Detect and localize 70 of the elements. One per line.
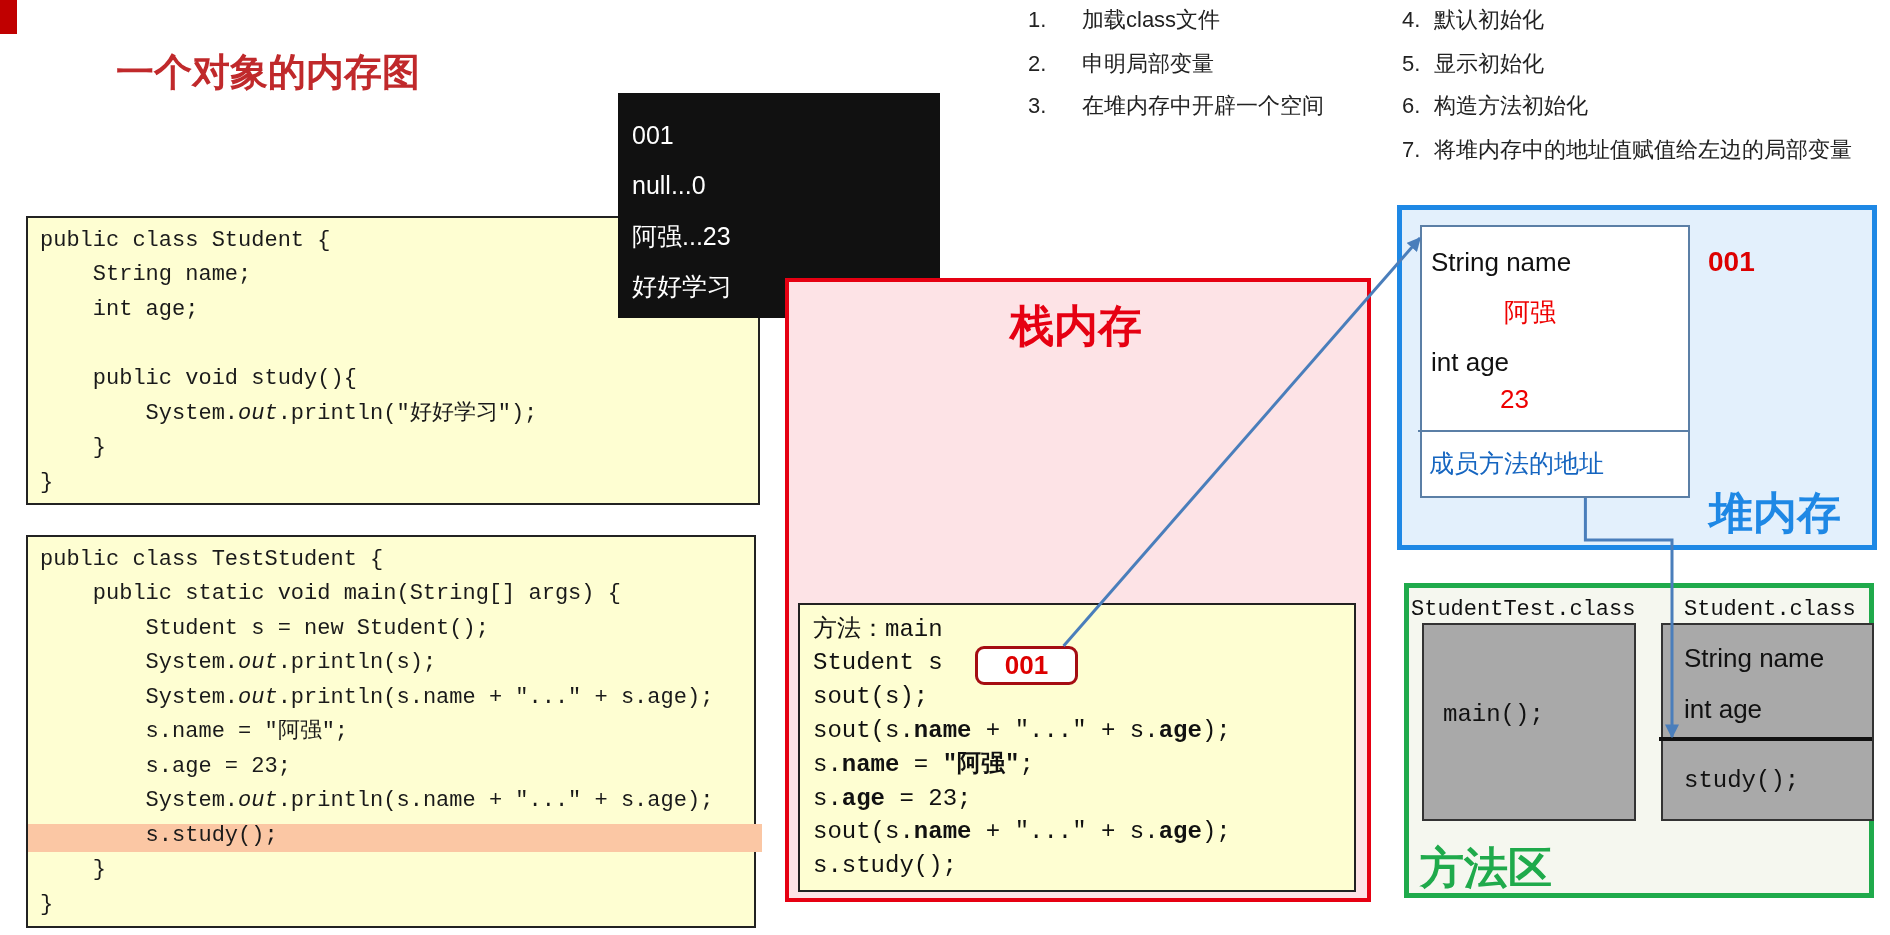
console-output-line: 001 [632,119,674,151]
code-line: Student s = new Student(); [144,614,489,643]
code-line: s.study(); [813,851,958,882]
code-line: } [40,468,54,497]
step-text: 在堆内存中开辟一个空间 [1082,92,1324,120]
field-name: String name [1684,642,1825,675]
reference-value-tag [975,646,1078,685]
arrow [1062,236,1422,647]
code-line: } [40,890,54,919]
method-area [1404,583,1874,898]
code-line: int age; [91,295,199,324]
step-text: 构造方法初始化 [1434,92,1588,120]
console-output-line: 好好学习 [632,271,732,303]
step-text: 显示初始化 [1434,50,1544,78]
code-line: sout(s.name + "..." + s.age); [813,817,1231,848]
step-number: 5. [1402,50,1421,78]
method-frame [798,603,1356,892]
heap-memory-area [1397,205,1877,550]
code-line: s.age = 23; [144,752,291,781]
section-title: 方法区 [1420,841,1552,894]
address-label: 001 [1708,245,1755,279]
field-name: int age [1431,346,1510,379]
code-line: System.out.println(s.name + "..." + s.age); [144,787,714,815]
method-name: main(); [1443,699,1544,730]
step-text: 加载class文件 [1082,6,1221,34]
code-line: } [91,434,106,463]
step-number: 6. [1402,92,1421,120]
stack-memory-area [785,278,1371,902]
method-name: study(); [1684,765,1800,796]
code-line: s.study(); [144,821,278,850]
code-line: String name; [91,261,252,290]
code-line: sout(s); [813,682,929,713]
code-line: public class Student { [40,226,331,255]
slide-title: 一个对象的内存图 [116,50,420,94]
code-line: public class TestStudent { [40,545,384,574]
step-number: 7. [1402,136,1421,164]
class-file-name: StudentTest.class [1411,595,1636,624]
field-name: int age [1684,693,1763,726]
section-label: 成员方法的地址 [1429,447,1604,479]
class-file-name: Student.class [1684,595,1856,624]
code-line: Student s [813,648,943,679]
console-output-line: null...0 [632,170,706,202]
step-text: 默认初始化 [1434,6,1544,34]
code-line: 方法：main [813,614,943,645]
code-line: public void study(){ [91,364,357,393]
field-value: 阿强 [1504,296,1556,329]
step-number: 1. [1028,6,1047,34]
code-line: s.name = "阿强"; [144,718,349,746]
console-output-line: 阿强...23 [632,220,731,252]
code-line: s.age = 23; [813,783,972,814]
code-line: System.out.println(s); [144,649,437,677]
field-value: 23 [1500,383,1529,416]
code-line: sout(s.name + "..." + s.age); [813,715,1231,746]
step-number: 2. [1028,50,1047,78]
step-number: 3. [1028,92,1047,120]
code-panel [26,216,760,505]
step-text: 将堆内存中的地址值赋值给左边的局部变量 [1434,136,1852,164]
arrow [1583,498,1679,739]
code-line: System.out.println(s.name + "..." + s.age); [144,683,714,712]
step-number: 4. [1402,6,1421,34]
code-line: public static void main(String[] args) { [91,580,621,608]
code-line: System.out.println("好好学习"); [144,399,538,428]
field-name: String name [1431,246,1572,279]
console-output-panel [618,93,940,318]
step-text: 申明局部变量 [1082,50,1214,78]
reference-value: 001 [1003,649,1050,682]
section-title: 堆内存 [1709,486,1841,539]
code-line: } [91,856,106,884]
section-title: 栈内存 [1010,299,1142,352]
code-line: s.name = "阿强"; [813,749,1034,780]
